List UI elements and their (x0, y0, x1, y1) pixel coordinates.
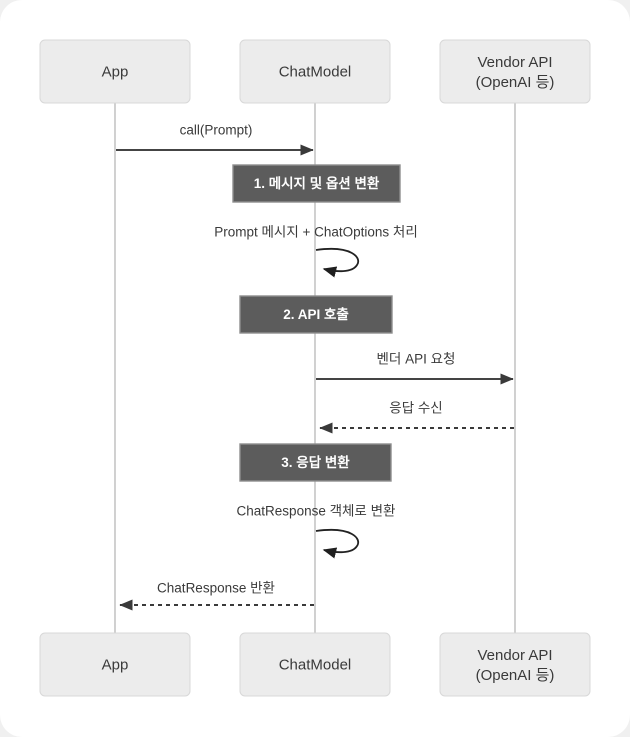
note-label-1: 1. 메시지 및 옵션 변환 (254, 175, 380, 191)
participant-label-chatmodel-bottom: ChatModel (279, 656, 352, 673)
note-label-3: 3. 응답 변환 (281, 454, 350, 470)
participant-box-chatmodel-top[interactable] (239, 39, 391, 104)
participant-box-vendor-top[interactable] (439, 39, 591, 104)
message-chatresponse-return[interactable]: ChatResponse 반환 (119, 581, 314, 611)
note-transform-messages-options[interactable]: 1. 메시지 및 옵션 변환 (232, 164, 401, 203)
participant-label-chatmodel-top: ChatModel (279, 63, 352, 80)
message-label-chatresponse-convert: ChatResponse 객체로 변환 (237, 504, 396, 519)
participant-box-app-top[interactable] (39, 39, 191, 104)
message-selfloop-prompt-chatoptions[interactable] (315, 248, 360, 278)
message-chatresponse-convert-self[interactable]: ChatResponse 객체로 변환 (237, 504, 396, 559)
participant-bottom-chatmodel[interactable]: ChatModel (239, 632, 391, 697)
message-label-vendor-api-request: 벤더 API 요청 (377, 352, 456, 367)
participant-box-chatmodel-bottom[interactable] (239, 632, 391, 697)
message-label-call-prompt: call(Prompt) (180, 123, 253, 138)
note-box-1[interactable] (232, 164, 401, 203)
note-box-3[interactable] (239, 443, 392, 482)
note-box-2[interactable] (239, 295, 393, 334)
note-api-call[interactable]: 2. API 호출 (239, 295, 393, 334)
participant-top-chatmodel[interactable]: ChatModel (239, 39, 391, 104)
participant-bottom-vendor[interactable]: Vendor API (OpenAI 등) (439, 632, 591, 697)
note-response-transform[interactable]: 3. 응답 변환 (239, 443, 392, 482)
participant-label-vendor-top-line2: (OpenAI 등) (476, 74, 555, 91)
participant-box-vendor-bottom[interactable] (439, 632, 591, 697)
participant-label-app-top: App (102, 63, 129, 80)
participant-top-app[interactable]: App (39, 39, 191, 104)
participant-label-vendor-top-line1: Vendor API (477, 54, 552, 71)
message-vendor-api-request[interactable]: 벤더 API 요청 (316, 352, 514, 385)
message-label-response-received: 응답 수신 (389, 401, 442, 416)
message-prompt-chatoptions-self[interactable]: Prompt 메시지 + ChatOptions 처리 (214, 225, 418, 278)
message-label-prompt-chatoptions: Prompt 메시지 + ChatOptions 처리 (214, 225, 418, 240)
participant-top-vendor[interactable]: Vendor API (OpenAI 등) (439, 39, 591, 104)
message-selfloop-chatresponse-convert[interactable] (315, 529, 360, 559)
message-label-chatresponse-return: ChatResponse 반환 (157, 581, 275, 596)
participant-label-vendor-bottom-line2: (OpenAI 등) (476, 667, 555, 684)
message-response-received[interactable]: 응답 수신 (319, 401, 514, 434)
participant-label-app-bottom: App (102, 656, 129, 673)
note-label-2: 2. API 호출 (283, 306, 349, 322)
participant-bottom-app[interactable]: App (39, 632, 191, 697)
participant-label-vendor-bottom-line1: Vendor API (477, 647, 552, 664)
participant-box-app-bottom[interactable] (39, 632, 191, 697)
message-call-prompt[interactable]: call(Prompt) (116, 123, 314, 156)
